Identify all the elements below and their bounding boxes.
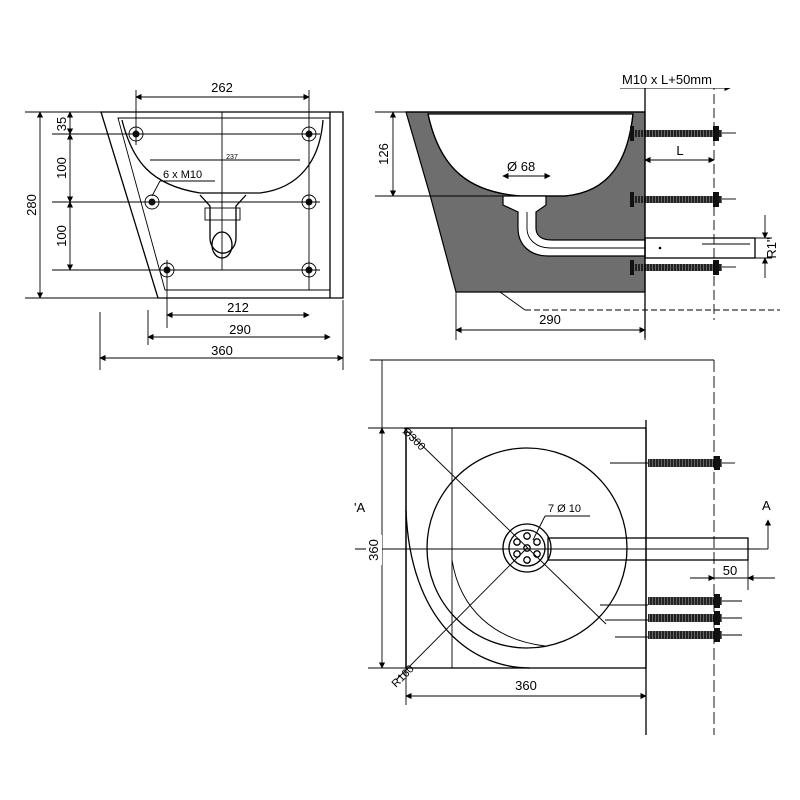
front-trap <box>199 194 247 254</box>
dim-top-360-horizontal: 360 <box>515 678 537 693</box>
dim-126: 126 <box>376 143 391 165</box>
top-drain <box>502 523 552 573</box>
dim-top-50: 50 <box>723 563 737 578</box>
dim-side-290: 290 <box>539 312 561 327</box>
dim-outlet-dia: Ø 68 <box>507 159 535 174</box>
dim-front-100b: 100 <box>54 225 69 247</box>
top-bowl-circle <box>426 447 628 649</box>
label-6xM10: 6 x M10 <box>163 169 202 181</box>
dim-front-290: 290 <box>229 322 251 337</box>
dim-L: L <box>676 143 683 158</box>
section-label-right: A <box>762 498 771 513</box>
front-bowl <box>121 119 324 194</box>
top-basin-arc <box>405 509 531 669</box>
dim-thread: R1" <box>764 237 779 259</box>
dim-front-360: 360 <box>211 343 233 358</box>
dim-front-262: 262 <box>211 80 233 95</box>
dim-top-dia: Ø300 <box>400 426 428 454</box>
dim-front-280: 280 <box>24 194 39 216</box>
dim-top-360-vertical: 360 <box>366 539 381 561</box>
top-view: 'A A Ø300 R160 7 Ø 10 <box>354 359 775 735</box>
front-outline <box>100 111 344 299</box>
dim-front-212: 212 <box>227 300 249 315</box>
side-rods <box>630 126 736 275</box>
label-holes: 7 Ø 10 <box>548 503 581 515</box>
dim-front-35: 35 <box>54 117 69 131</box>
top-outline <box>405 427 647 669</box>
top-rods <box>600 456 742 642</box>
front-view: 262 237 6 x M10 35 100 100 280 212 290 3… <box>24 80 344 370</box>
dim-top-radius: R160 <box>390 663 417 690</box>
dim-rod-length: M10 x L+50mm <box>622 72 712 87</box>
dim-front-237: 237 <box>226 154 238 161</box>
dim-front-100a: 100 <box>54 157 69 179</box>
side-outlet-pipe <box>644 237 756 259</box>
side-view: M10 x L+50mm L 126 Ø 68 290 R1" <box>375 72 780 340</box>
section-label-left: 'A <box>354 500 365 515</box>
